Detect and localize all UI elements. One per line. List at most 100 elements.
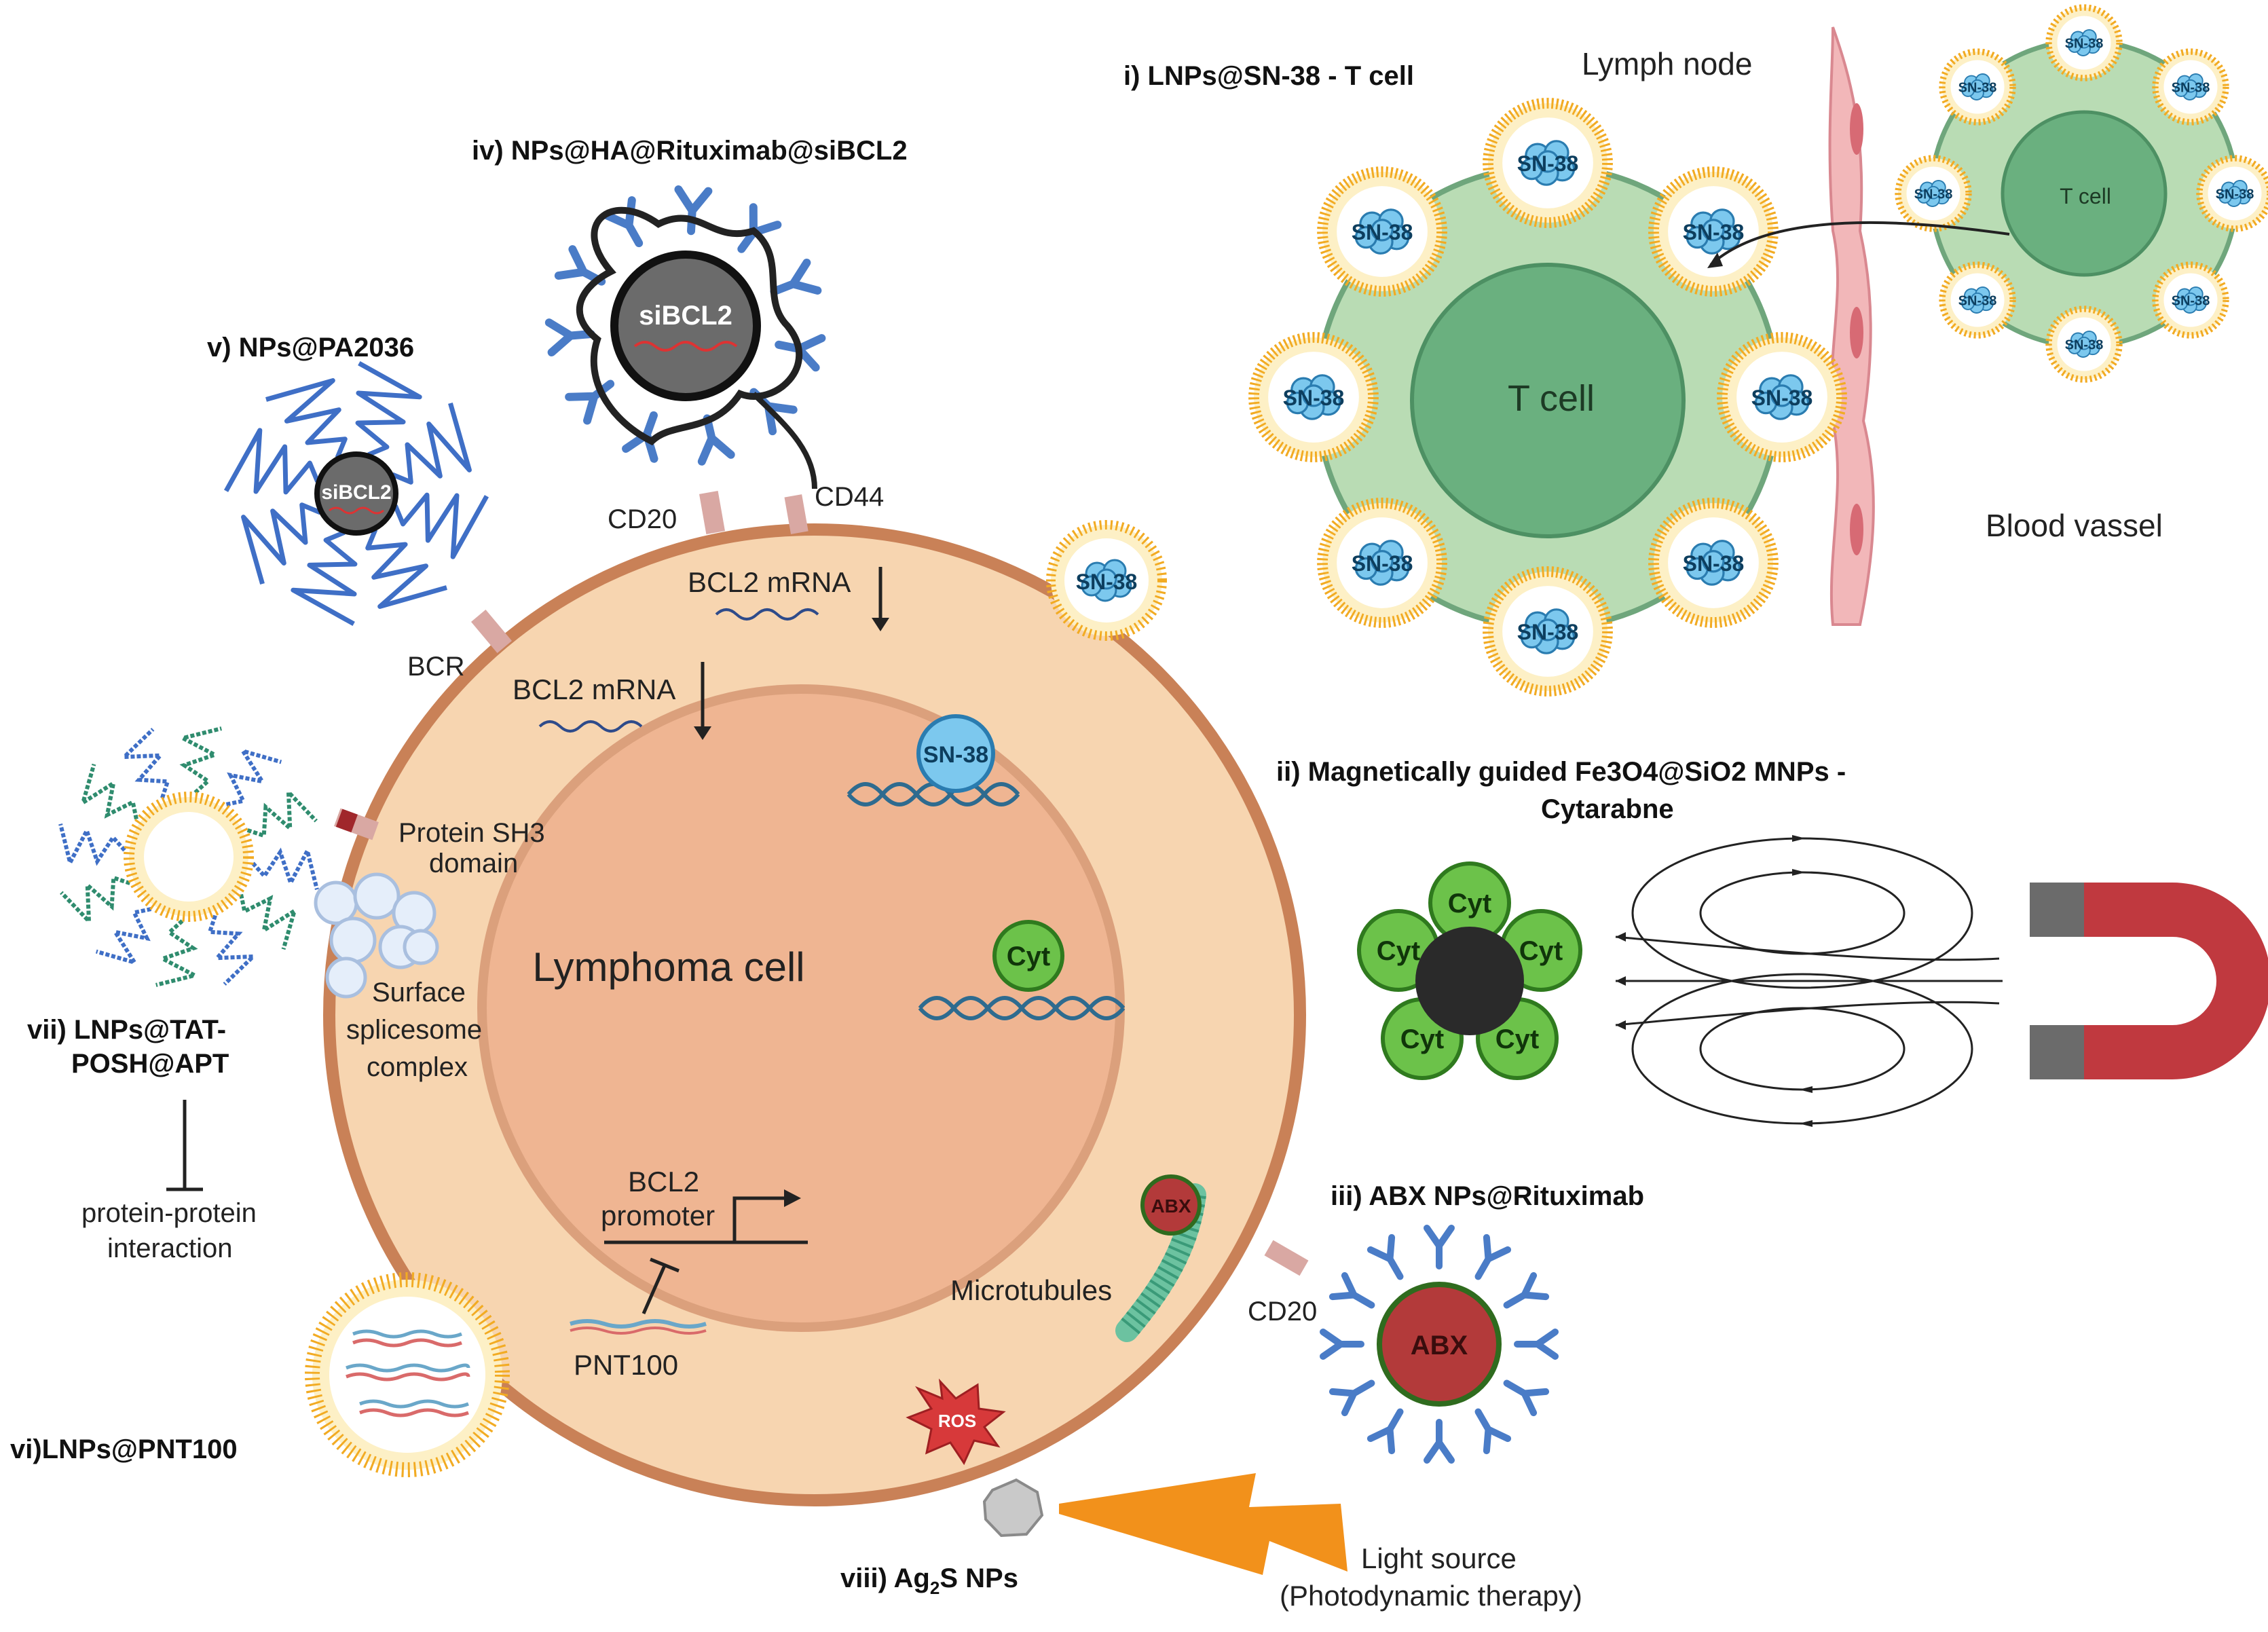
tcell-sn38-liposome: SN-38 [1648,498,1779,628]
panel-iv: iv) NPs@HA@Rituximab@siBCL2 siBCL2 [472,136,908,489]
bcl2-mrna-label-2: BCL2 mRNA [513,673,675,705]
aptamer-strand [365,528,447,609]
small-tcell-label: T cell [2060,184,2111,208]
tcell-label: T cell [1508,378,1595,419]
iv-sibcl2-label: siBCL2 [639,301,732,331]
rituximab-antibody-icon [1474,1408,1512,1455]
panel-i-tcell: i) LNPs@SN-38 - T cell Lymph node Blood … [1123,4,2268,697]
sn38-label: SN-38 [1283,386,1345,410]
tcell-sn38-liposome: SN-38 [1483,98,1613,228]
dna-cyt-label: Cyt [1007,942,1050,971]
cd20-top-label: CD20 [608,504,677,534]
cd44-receptor [784,494,808,534]
tcell-sn38-liposome: SN-38 [1717,332,1847,462]
microtubule-abx: ABX Microtubules [950,1174,1206,1342]
small-tcell-sn38-liposome: SN-38 [2045,4,2123,81]
bcr-receptor [470,610,513,653]
peptide-strand [207,914,259,986]
rituximab-antibody-icon [1503,1272,1550,1309]
surface-label-3: complex [367,1052,468,1082]
peptide-strand [95,907,152,966]
cd20-receptor-right [1264,1240,1309,1276]
rituximab-antibody-icon [1503,1379,1550,1417]
aptamer-strand [355,360,422,457]
iv-nanoparticle [610,251,761,401]
v-aptamer-strands [223,360,489,627]
rituximab-antibody-icon [1320,1329,1364,1360]
small-tcell-sn38-liposome: SN-38 [2196,155,2268,232]
lymphoma-nucleus [477,684,1125,1332]
lymph-node-label: Lymph node [1582,46,1752,81]
peptide-strand [176,726,222,794]
small-tcell-sn38-liposome: SN-38 [1939,48,2016,126]
sh3-receptor-tip [335,809,358,833]
panel-ii-title-2: Cytarabne [1541,794,1674,824]
small-tcell-sn38-liposome: SN-38 [1939,261,2016,339]
rituximab-antibody-icon [1328,1272,1375,1309]
dna-cyt-complex: Cyt [918,920,1126,1020]
sn38-label: SN-38 [1683,551,1745,576]
vii-liposome-core [144,812,234,902]
membrane-sn38-label: SN-38 [1076,570,1138,594]
bcr-label: BCR [407,652,464,682]
panel-vii-title-2: POSH@APT [71,1049,229,1079]
panel-viii: viii) Ag2S NPs Light source (Photodynami… [840,1473,1582,1612]
peptide-strand [58,823,126,869]
cytarabine-unit: Cyt [1428,861,1511,944]
peptide-strand [225,747,282,806]
iii-abx-label: ABX [1411,1331,1468,1360]
pnt100-label: PNT100 [574,1349,678,1381]
lymphoma-cell-label: Lymphoma cell [532,944,804,990]
sn38-label: SN-38 [1958,81,1997,96]
panel-vi-title: vi)LNPs@PNT100 [10,1434,238,1464]
tcell-sn38-liposome: SN-38 [1648,166,1779,297]
sn38-label: SN-38 [1517,151,1579,176]
sn38-label: SN-38 [1683,220,1745,244]
tcell-nucleus [1410,263,1686,538]
light-source-label-2: (Photodynamic therapy) [1280,1580,1582,1612]
small-tcell-sn38-liposome: SN-38 [2045,305,2123,383]
panel-iii-title: iii) ABX NPs@Rituximab [1331,1181,1644,1211]
iii-abx-particle [1377,1282,1502,1407]
peptide-strand [119,728,170,799]
panel-v: v) NPs@PA2036 siBCL2 [207,333,489,627]
vii-peptide-strands [58,726,319,987]
aptamer-strand [291,530,358,627]
dna-sn38-label: SN-38 [923,742,988,768]
mrna-arrow-2-head [694,726,711,740]
bcl2-mrna-label-1: BCL2 mRNA [688,566,851,598]
sn38-label: SN-38 [1517,620,1579,644]
abx-microtubule-label: ABX [1151,1195,1191,1217]
iv-ha-coating [576,206,803,446]
panel-vii: vii) LNPs@TAT- POSH@APT protein-protein … [27,726,319,1263]
sn38-label: SN-38 [2216,187,2254,202]
spliceosome-complex [314,872,439,999]
ros-label: ROS [938,1411,976,1431]
cyt-label: Cyt [1519,936,1563,966]
migration-arrow-head [1707,253,1723,268]
cd44-label: CD44 [815,482,884,512]
peptide-strand [246,787,318,838]
panel-iii: iii) ABX NPs@Rituximab ABX [1320,1181,1644,1464]
migration-arrow [1709,221,2010,266]
panel-viii-title: viii) Ag2S NPs [840,1563,1018,1598]
rituximab-antibody-icon [770,258,822,296]
vi-oligos [346,1329,470,1417]
blood-vessel-wall [1828,26,1875,626]
iii-antibodies [1320,1225,1559,1464]
panel-v-title: v) NPs@PA2036 [207,333,414,363]
sn38-label: SN-38 [2065,338,2104,353]
field-arrow-heads [1616,835,1812,1127]
aptamer-strand [241,502,322,585]
rituximab-antibody-icon [1328,1379,1375,1417]
sn38-label: SN-38 [1751,386,1813,410]
sn38-label: SN-38 [1352,551,1413,576]
sn38-label: SN-38 [1352,220,1413,244]
bcl2-label: BCL2 [628,1166,699,1198]
sn38-label: SN-38 [1914,187,1953,202]
panel-vii-title-1: vii) LNPs@TAT- [27,1015,226,1045]
aptamer-strand [223,428,320,495]
